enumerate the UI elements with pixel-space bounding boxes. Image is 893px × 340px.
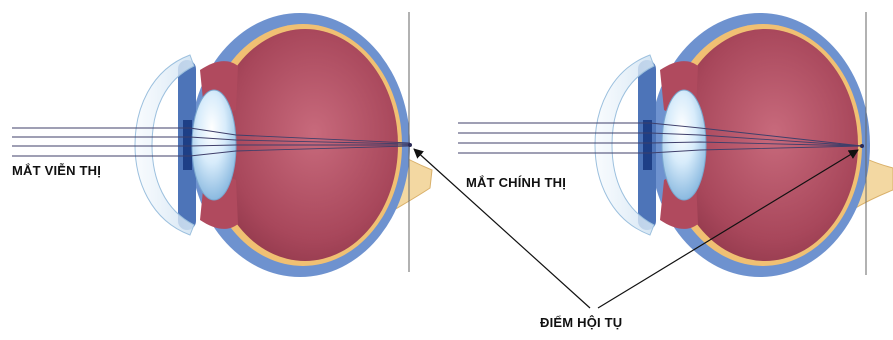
hyperopic-eye — [135, 12, 432, 277]
label-normal-eye: MẮT CHÍNH THỊ — [466, 175, 566, 190]
label-focal-point: ĐIỂM HỘI TỤ — [540, 315, 622, 330]
focal-point-marker — [408, 143, 412, 147]
iris-dark — [643, 120, 652, 170]
focal-point-marker — [860, 144, 864, 148]
label-hyperopic-eye: MẮT VIỄN THỊ — [12, 163, 101, 178]
iris-dark — [183, 120, 192, 170]
pointer-arrow-left — [414, 149, 590, 308]
lens — [662, 90, 706, 200]
